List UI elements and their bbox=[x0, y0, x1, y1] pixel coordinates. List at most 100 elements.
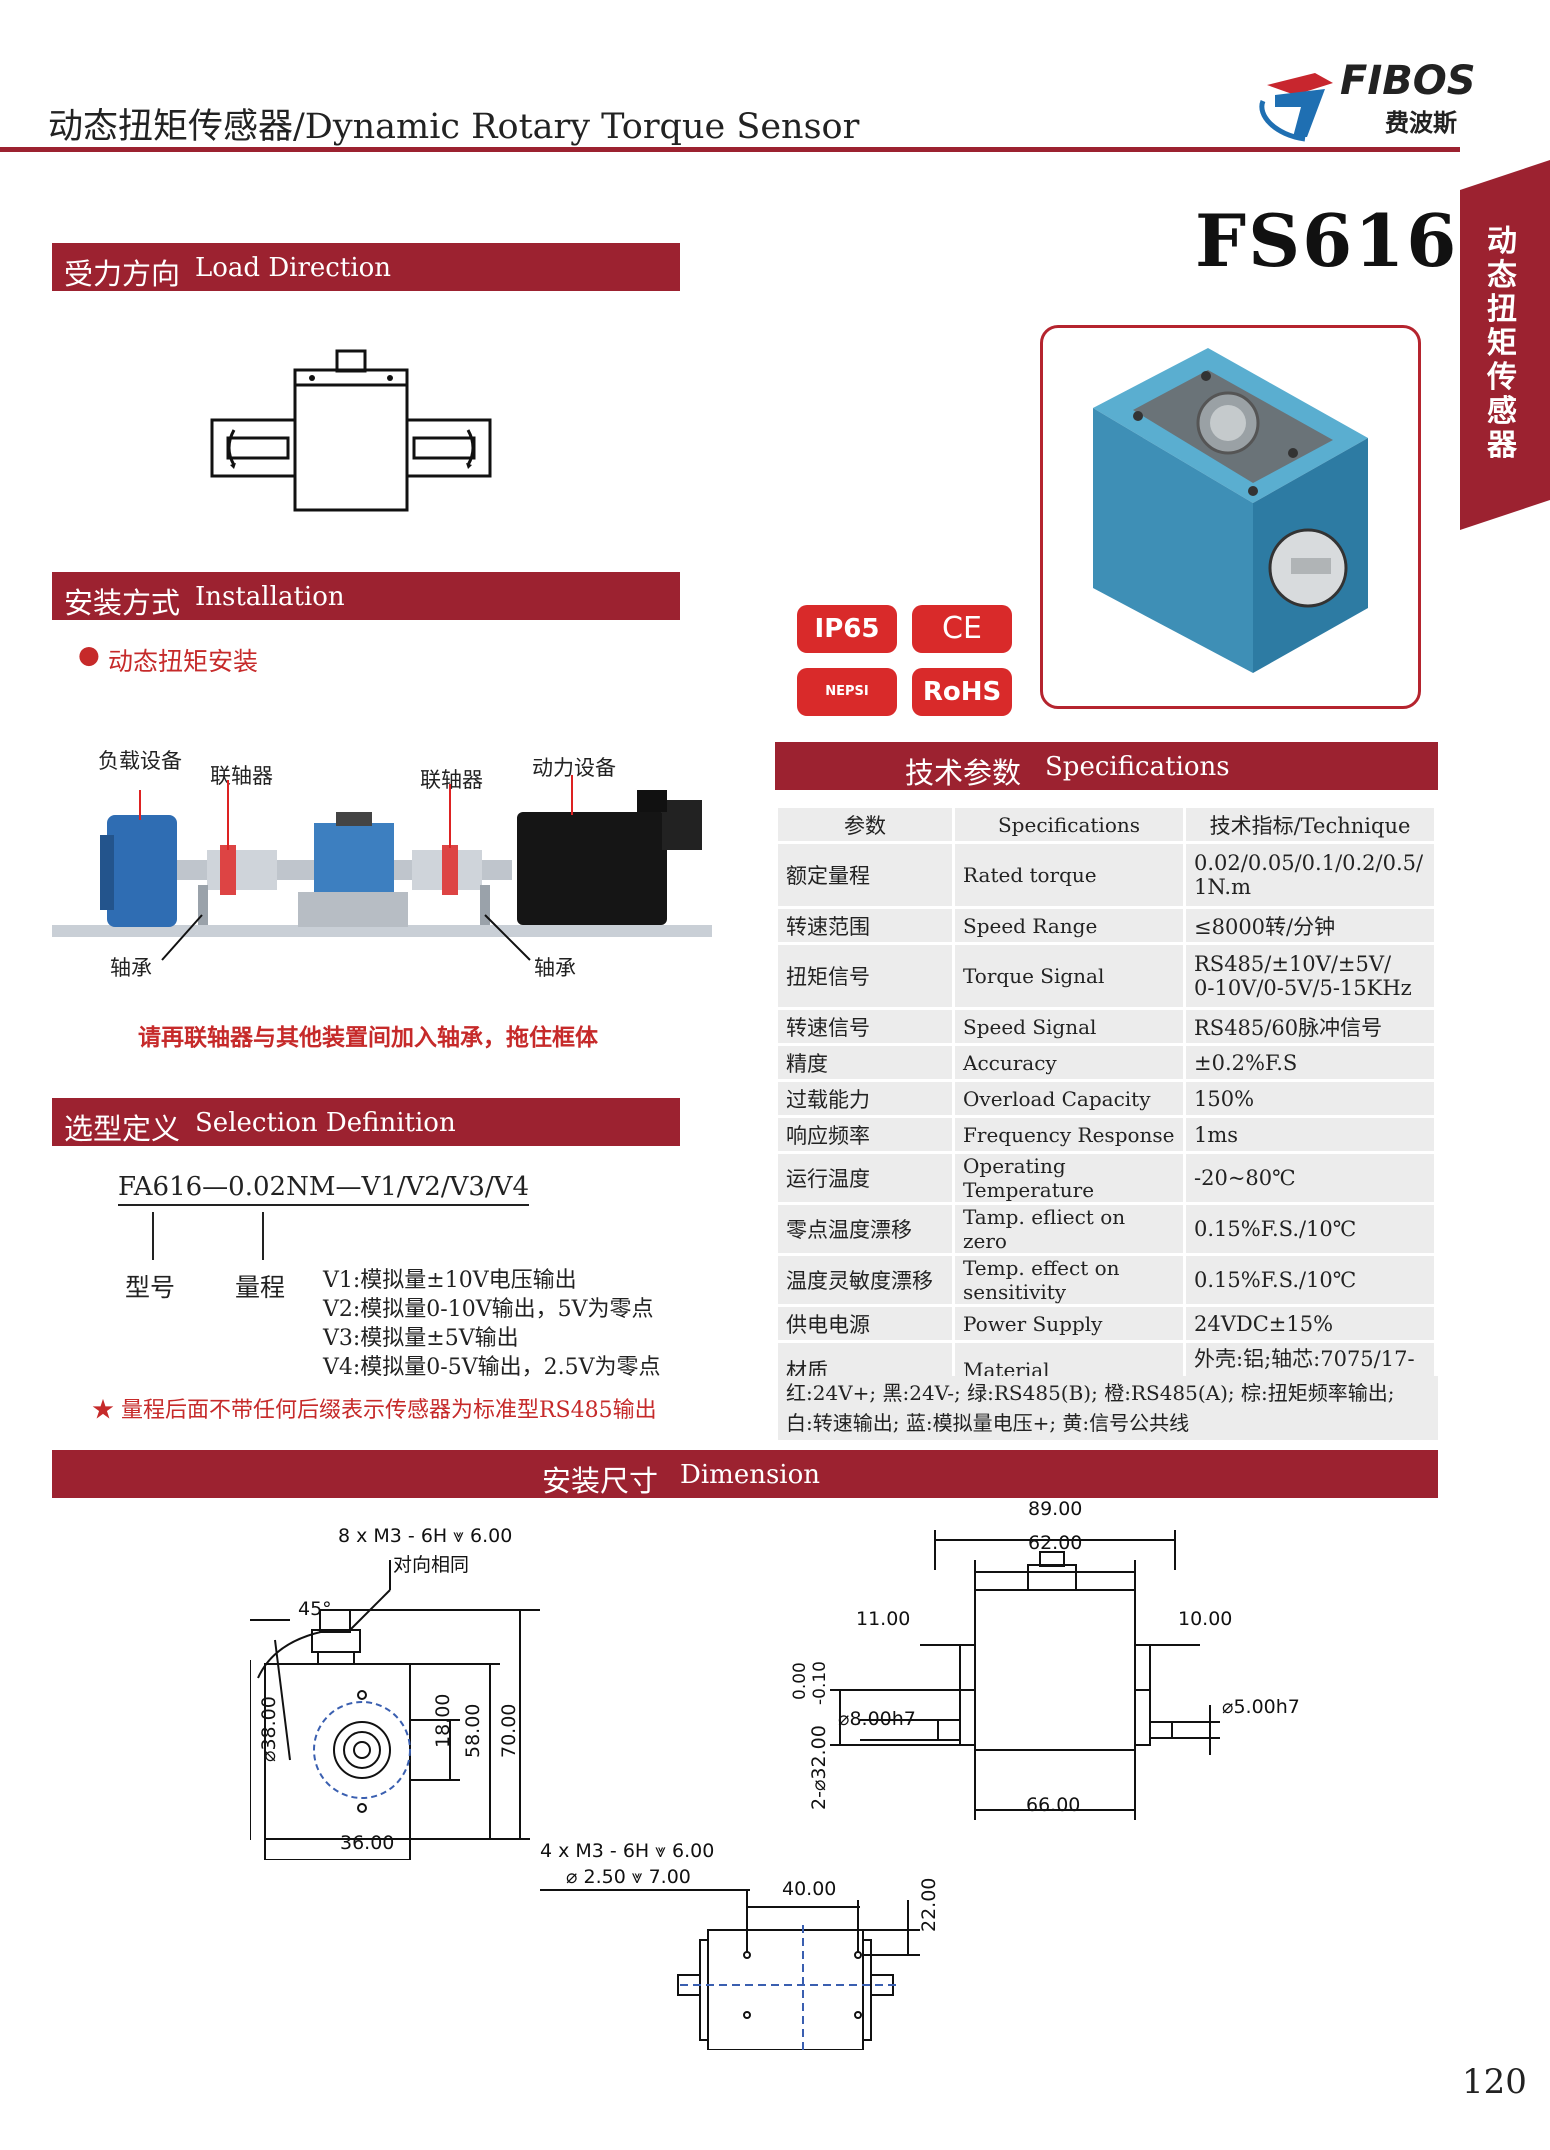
label-load-device: 负载设备 bbox=[98, 749, 182, 773]
specs-value: ±0.2%F.S bbox=[1186, 1046, 1434, 1079]
side-view-drawing bbox=[830, 1530, 1220, 1820]
specs-header-row: 参数 Specifications 技术指标/Technique bbox=[778, 808, 1434, 841]
selection-bar: 选型定义 Selection Definition bbox=[52, 1098, 680, 1146]
label-coupling-left: 联轴器 bbox=[210, 764, 273, 788]
specs-value: ≤8000转/分钟 bbox=[1186, 909, 1434, 942]
specs-param-en: Speed Signal bbox=[955, 1010, 1183, 1043]
side-d8: ⌀8.00h7 bbox=[838, 1708, 916, 1730]
label-coupling-right: 联轴器 bbox=[420, 768, 483, 792]
model-number: FS616 bbox=[1195, 198, 1459, 283]
selection-code: FA616—0.02NM—V1/V2/V3/V4 bbox=[118, 1172, 529, 1206]
side-d5: ⌀5.00h7 bbox=[1222, 1696, 1300, 1718]
front-hole-note: 8 x M3 - 6H ⩔ 6.00 bbox=[338, 1525, 513, 1547]
front-d38: ⌀38.00 bbox=[258, 1696, 280, 1762]
side-tol-hi: 0.00 bbox=[790, 1662, 810, 1700]
specs-header-tech: 技术指标/Technique bbox=[1186, 808, 1434, 841]
load-direction-bar: 受力方向 Load Direction bbox=[52, 243, 680, 291]
selection-options: V1:模拟量±10V电压输出 V2:模拟量0-10V输出，5V为零点 V3:模拟… bbox=[323, 1266, 661, 1382]
specs-value: 1ms bbox=[1186, 1118, 1434, 1151]
product-photo-frame bbox=[1040, 325, 1421, 709]
dimension-title-cn: 安装尺寸 bbox=[542, 1464, 659, 1498]
specs-value-line: 0.02/0.05/0.1/0.2/0.5/ bbox=[1194, 851, 1424, 875]
dimension-bar: 安装尺寸 Dimension bbox=[52, 1450, 1438, 1498]
specs-value: 24VDC±15% bbox=[1186, 1307, 1434, 1340]
specs-header-param: 参数 bbox=[778, 808, 952, 841]
bottom-hole-note: 4 x M3 - 6H ⩔ 6.00 bbox=[540, 1840, 715, 1862]
wiring-line-1: 红:24V+; 黑:24V-; 绿:RS485(B); 橙:RS485(A); … bbox=[786, 1381, 1395, 1405]
specs-param-cn: 精度 bbox=[778, 1046, 952, 1079]
specs-value: 0.02/0.05/0.1/0.2/0.5/1N.m bbox=[1186, 844, 1434, 906]
installation-bar: 安装方式 Installation bbox=[52, 572, 680, 620]
load-direction-title-cn: 受力方向 bbox=[64, 257, 181, 291]
load-direction-title-en: Load Direction bbox=[195, 253, 392, 283]
side-d32: 2-⌀32.00 bbox=[808, 1725, 830, 1810]
specs-param-cn: 运行温度 bbox=[778, 1154, 952, 1202]
specs-param-en: Operating Temperature bbox=[955, 1154, 1183, 1202]
wiring-colors: 红:24V+; 黑:24V-; 绿:RS485(B); 橙:RS485(A); … bbox=[778, 1376, 1438, 1440]
selection-option-v2: V2:模拟量0-10V输出，5V为零点 bbox=[323, 1297, 654, 1322]
side-w10: 10.00 bbox=[1178, 1608, 1233, 1630]
specs-value: 150% bbox=[1186, 1082, 1434, 1115]
specs-param-cn: 供电电源 bbox=[778, 1307, 952, 1340]
specs-value-line: RS485/60脉冲信号 bbox=[1194, 1015, 1383, 1040]
specs-title-cn: 技术参数 bbox=[905, 756, 1022, 790]
installation-diagram bbox=[52, 775, 712, 961]
specs-bar: 技术参数 Specifications bbox=[775, 742, 1438, 790]
side-w89: 89.00 bbox=[1028, 1498, 1083, 1520]
selection-option-v4: V4:模拟量0-5V输出，2.5V为零点 bbox=[323, 1355, 661, 1380]
specs-param-cn: 响应频率 bbox=[778, 1118, 952, 1151]
brand-logo-icon bbox=[1259, 73, 1333, 142]
side-tab-background bbox=[1460, 160, 1550, 530]
bottom-hole-note-2: ⌀ 2.50 ⩔ 7.00 bbox=[566, 1866, 691, 1888]
selection-option-v1: V1:模拟量±10V电压输出 bbox=[323, 1268, 577, 1293]
installation-note: 请再联轴器与其他装置间加入轴承，拖住框体 bbox=[138, 1024, 598, 1051]
specs-value-line-2: 0-10V/0-5V/5-15KHz bbox=[1194, 976, 1412, 1000]
brand-name-cn: 费波斯 bbox=[1385, 109, 1457, 137]
selection-label-model: 型号 bbox=[125, 1273, 176, 1302]
wiring-line-2: 白:转速输出; 蓝:模拟量电压+; 黄:信号公共线 bbox=[786, 1411, 1190, 1435]
installation-title-cn: 安装方式 bbox=[64, 586, 181, 620]
side-tol-lo: -0.10 bbox=[810, 1661, 830, 1705]
specs-param-cn: 扭矩信号 bbox=[778, 945, 952, 1007]
specs-value-line: 0.15%F.S./10℃ bbox=[1194, 1217, 1357, 1241]
label-power-device: 动力设备 bbox=[532, 756, 616, 780]
specs-param-en: Tamp. efliect on zero bbox=[955, 1205, 1183, 1253]
specs-param-cn: 零点温度漂移 bbox=[778, 1205, 952, 1253]
front-w36: 36.00 bbox=[340, 1832, 395, 1854]
installation-method: 动态扭矩安装 bbox=[108, 647, 259, 676]
specs-value-line: -20~80℃ bbox=[1194, 1166, 1296, 1190]
specs-param-cn: 转速信号 bbox=[778, 1010, 952, 1043]
label-bearing-left: 轴承 bbox=[110, 956, 152, 980]
front-hole-note-2: 对向相同 bbox=[393, 1554, 470, 1576]
selection-title-cn: 选型定义 bbox=[64, 1112, 181, 1146]
brand-name: FIBOS bbox=[1340, 58, 1476, 104]
selection-note: ★ 量程后面不带任何后缀表示传感器为标准型RS485输出 bbox=[92, 1398, 657, 1423]
product-photo bbox=[1093, 348, 1368, 673]
specs-param-en: Accuracy bbox=[955, 1046, 1183, 1079]
load-direction-diagram bbox=[210, 349, 492, 512]
specs-param-en: Speed Range bbox=[955, 909, 1183, 942]
specs-value-line: ±0.2%F.S bbox=[1194, 1050, 1298, 1075]
front-angle: 45° bbox=[298, 1598, 332, 1620]
specs-param-en: Temp. effect on sensitivity bbox=[955, 1256, 1183, 1304]
nepsi-badge: NEPSI bbox=[797, 668, 897, 716]
header-rule bbox=[0, 147, 1460, 152]
specs-value-line: 24VDC±15% bbox=[1194, 1311, 1334, 1336]
specs-value-line: RS485/±10V/±5V/ bbox=[1194, 952, 1392, 976]
installation-bullet: ● bbox=[78, 640, 100, 669]
side-w11: 11.00 bbox=[856, 1608, 911, 1630]
specs-value-line: 0.15%F.S./10℃ bbox=[1194, 1268, 1357, 1292]
bottom-h22: 22.00 bbox=[918, 1877, 940, 1932]
side-w66: 66.00 bbox=[1026, 1794, 1081, 1816]
installation-title-en: Installation bbox=[195, 582, 345, 612]
specs-value: RS485/60脉冲信号 bbox=[1186, 1010, 1434, 1043]
